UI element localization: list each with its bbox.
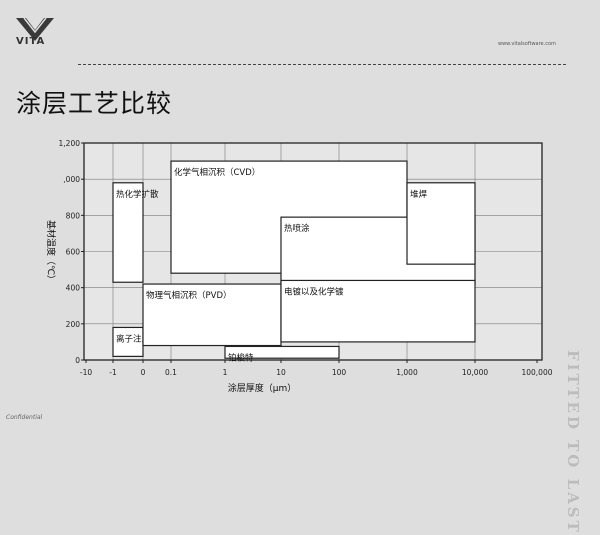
site-url: www.vitalsoftware.com <box>498 41 556 47</box>
range-box-label: 化学气相沉积（CVD） <box>174 167 260 178</box>
range-box-label: 离子注入 <box>116 333 151 344</box>
vita-logo-icon <box>16 17 54 41</box>
y-tick-label: ,000 <box>63 175 80 184</box>
logo-text: VITA <box>16 36 46 47</box>
y-tick-label: 600 <box>66 248 81 257</box>
range-box-label: 热化学扩散 <box>116 189 159 200</box>
range-box-label: 物理气相沉积（PVD） <box>146 290 232 301</box>
x-tick-label: -10 <box>80 368 92 377</box>
y-axis-label: 基材温度（℃） <box>45 220 57 284</box>
y-tick-label: 200 <box>66 320 81 329</box>
x-axis-label: 涂层厚度（μm） <box>228 382 297 394</box>
x-tick-label: 0.1 <box>165 368 177 377</box>
y-tick-label: 800 <box>66 211 81 220</box>
fitted-to-last-stamp: FITTED TO LAST <box>564 350 582 535</box>
range-box <box>224 345 340 359</box>
x-tick-label: 0 <box>141 368 146 377</box>
y-tick-label: 0 <box>75 356 80 365</box>
range-box <box>280 279 476 343</box>
x-tick-label: -1 <box>109 368 117 377</box>
slide: VITA www.vitalsoftware.com 涂层工艺比较 离子注入 热化… <box>6 17 582 535</box>
confidential-footer: Confidential <box>6 414 43 421</box>
x-tick-label: 100 <box>332 368 347 377</box>
range-box-label: 铂梭特 <box>228 352 254 363</box>
range-box <box>406 182 476 265</box>
range-box-label: 电镀以及化学镀 <box>284 286 344 297</box>
y-tick-label: 400 <box>66 284 81 293</box>
x-tick-label: 100,000 <box>521 368 552 377</box>
range-box <box>112 182 144 283</box>
range-box-label: 热喷涂 <box>284 223 310 234</box>
y-tick-label: 1,200 <box>59 139 81 148</box>
header-divider <box>78 64 566 65</box>
x-tick-label: 10,000 <box>462 368 488 377</box>
x-tick-label: 1 <box>223 368 228 377</box>
x-tick-label: 1,000 <box>396 368 418 377</box>
range-box <box>112 326 144 357</box>
page-title: 涂层工艺比较 <box>16 89 173 118</box>
x-tick-label: 10 <box>276 368 286 377</box>
range-box-label: 堆焊 <box>410 189 428 200</box>
range-box <box>142 283 282 347</box>
